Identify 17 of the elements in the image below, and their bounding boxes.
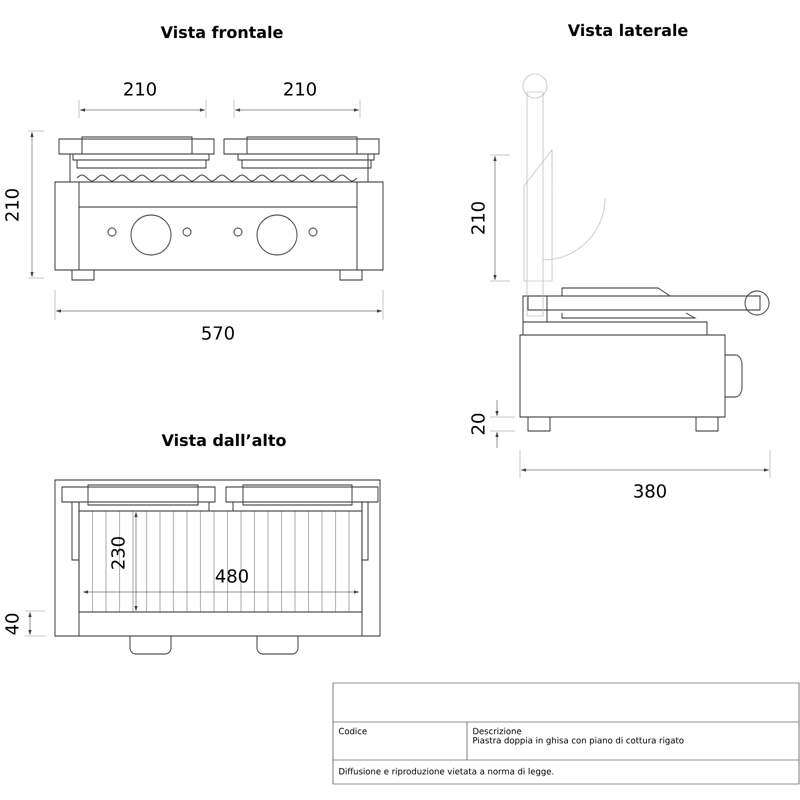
view-title: Vista laterale xyxy=(568,24,688,36)
table-text: Piastra doppia in ghisa con piano di cottura rigato xyxy=(473,736,684,746)
dimension-label: 230 xyxy=(111,537,125,569)
dimension-label: 380 xyxy=(634,484,666,498)
dimension-label: 210 xyxy=(284,82,316,96)
view-title: Vista frontale xyxy=(160,26,283,38)
table-text: Codice xyxy=(338,728,367,734)
dimension-label: 20 xyxy=(471,414,485,434)
table-text: Diffusione e riproduzione vietata a norma di legge. xyxy=(339,768,554,776)
dimension-label: 210 xyxy=(124,82,156,96)
dimension-label: 480 xyxy=(216,569,248,583)
view-title: Vista dall’alto xyxy=(162,434,286,446)
dimension-label: 40 xyxy=(5,614,19,635)
table-text: Descrizione xyxy=(473,728,522,734)
dimension-label: 210 xyxy=(5,189,19,221)
dimension-label: 570 xyxy=(202,326,234,340)
dimension-label: 210 xyxy=(471,202,485,234)
